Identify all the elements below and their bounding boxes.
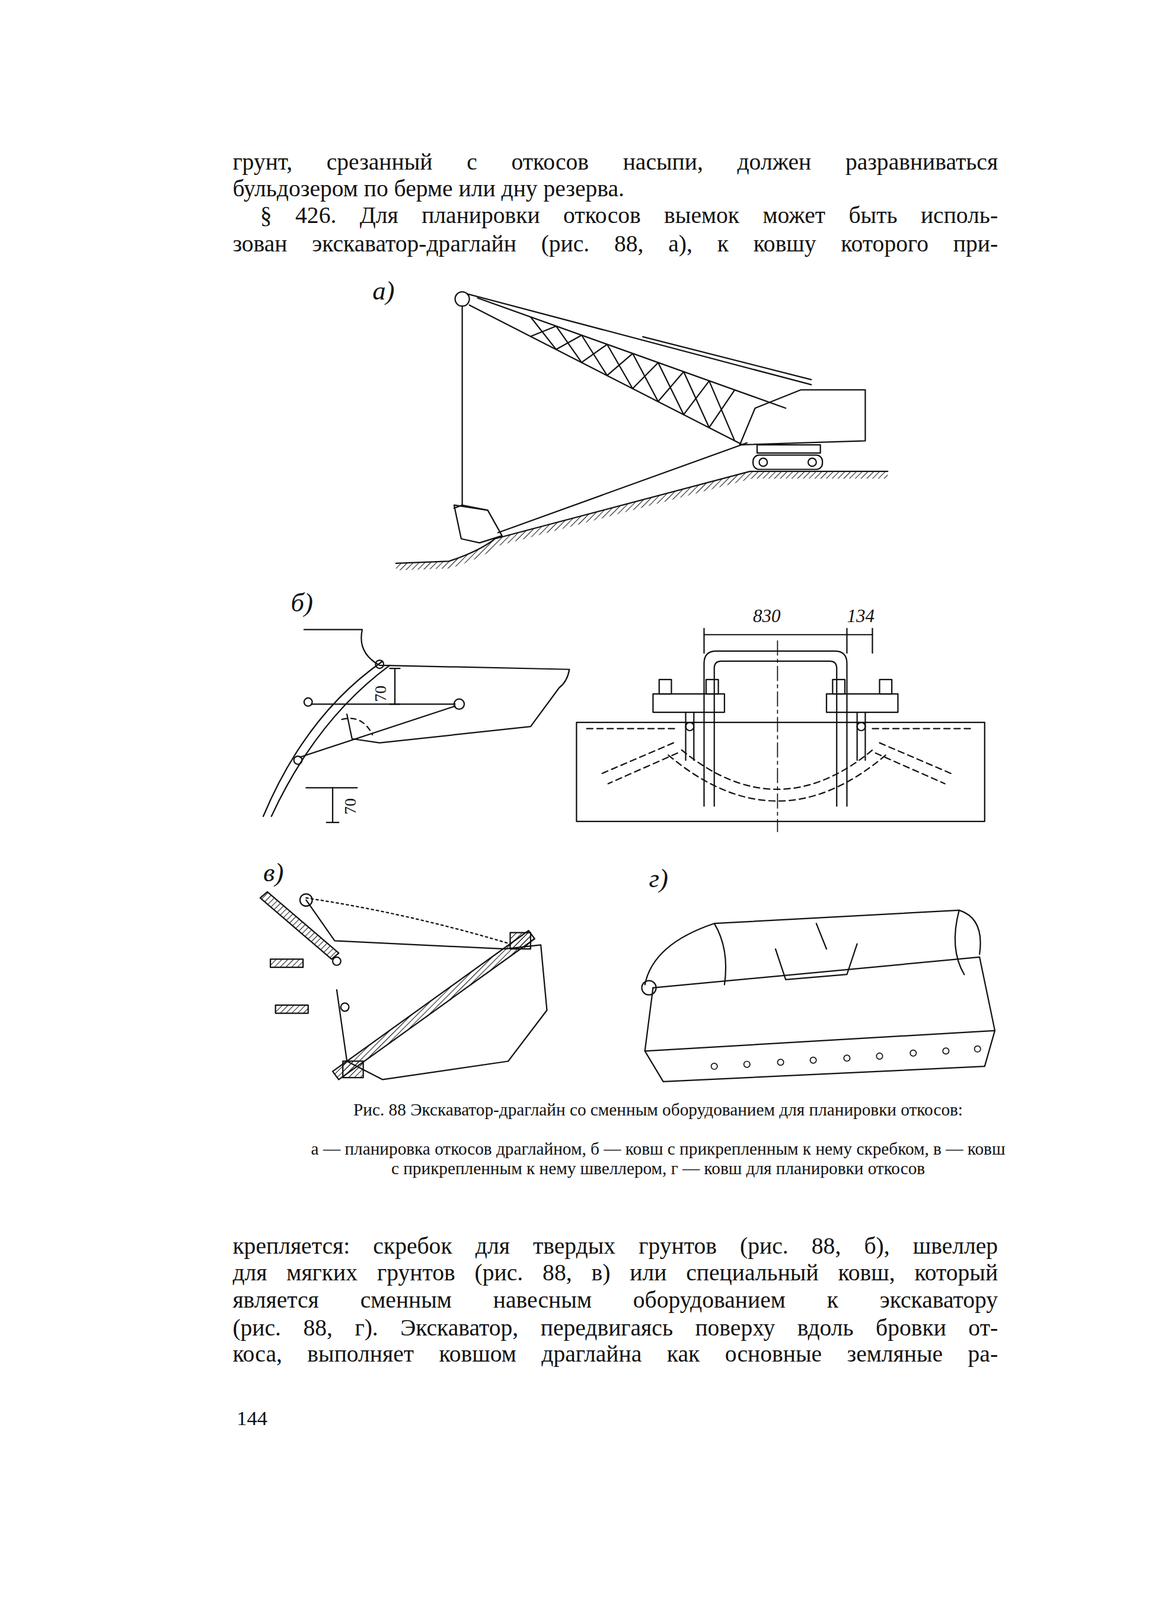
dimension: 70 (371, 685, 391, 703)
slope-planning-bucket (642, 910, 995, 1082)
figure-caption: Рис. 88 Экскаватор-драглайн со сменным о… (305, 1099, 1010, 1120)
body-text-line: крепляется: скребок для твердых грунтов … (232, 1232, 998, 1260)
dimension: 134 (846, 605, 874, 627)
body-text-line: для мягких грунтов (рис. 88, в) или спец… (232, 1259, 998, 1287)
figure-letter: а) (372, 275, 395, 306)
dragline-excavator (396, 291, 889, 571)
dimension: 830 (752, 605, 781, 627)
body-text-line: является сменным навесным оборудованием … (232, 1286, 998, 1314)
body-text-line: § 426. Для планировки откосов выемок мож… (260, 202, 998, 230)
dimension: 70 (340, 798, 360, 815)
bucket-with-channel (260, 891, 548, 1080)
figure-letter: в) (263, 857, 284, 888)
page-number: 144 (236, 1406, 268, 1431)
body-text-line: зован экскаватор-драглайн (рис. 88, а), … (232, 230, 998, 258)
caption-legend: а — планировка откосов драглайном, б — к… (305, 1138, 1010, 1179)
bucket-with-scraper (263, 629, 570, 823)
figure-letter: г) (649, 863, 669, 894)
body-text-line: коса, выполняет ковшом драглайна как осн… (232, 1340, 998, 1368)
body-text-line: грунт, срезанный с откосов насыпи, долже… (232, 148, 998, 177)
bucket-front-view (576, 628, 985, 832)
figure-letter: б) (290, 587, 313, 618)
body-text-line: (рис. 88, г). Экскаватор, передвигаясь п… (232, 1314, 998, 1342)
body-text-line: бульдозером по берме или дну резерва. (232, 175, 625, 203)
